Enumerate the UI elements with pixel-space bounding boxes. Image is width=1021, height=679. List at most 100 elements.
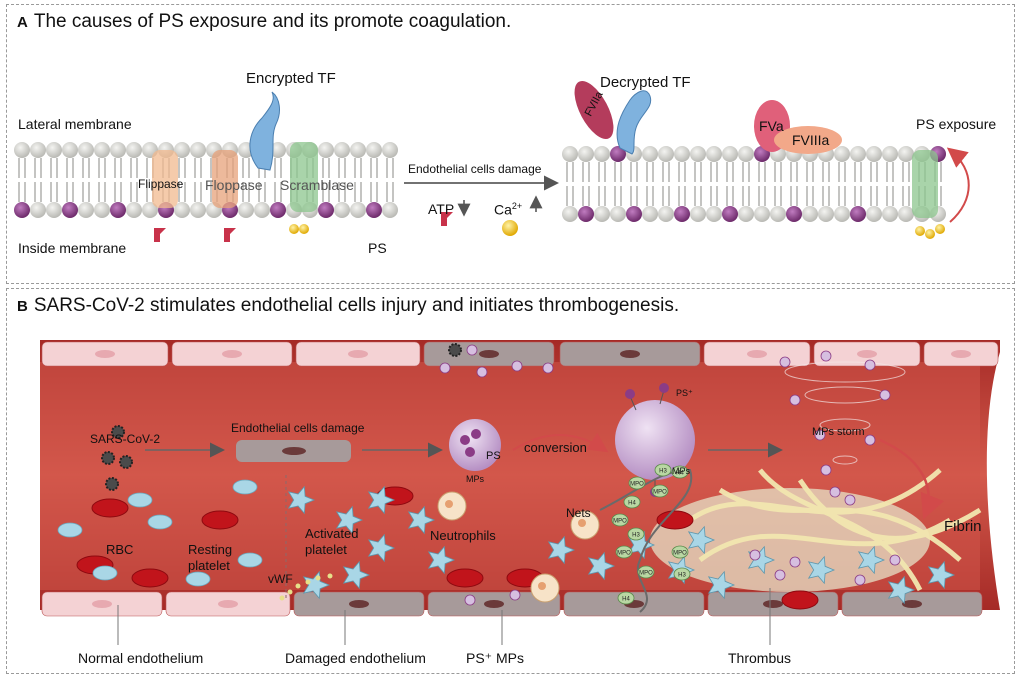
cell-nucleus [747,350,767,358]
sars-cov-2-virions [101,343,462,491]
lipid-head [142,202,158,218]
microparticle [779,356,791,368]
cell-nucleus [857,350,877,358]
lipid-head [270,142,286,158]
microparticle [464,594,476,606]
resting-label: Resting [188,542,233,557]
atp-icon [224,228,236,242]
lipid-head [658,206,674,222]
histone-tag [671,465,689,479]
resting-platelet [147,514,173,530]
lipid-head [690,146,706,162]
lipid-head [254,202,270,218]
cell-nucleus [218,600,238,608]
ps-exposure-label: PS exposure [916,116,997,132]
histone-tag [651,484,669,498]
fibrin-label: Fibrin [944,518,982,535]
microparticle [789,394,801,406]
neutrophils-label: Neutrophils [430,528,496,543]
ps-mps-label: PS⁺ MPs [466,650,524,666]
lipid-head [126,202,142,218]
lipid-head [334,202,350,218]
endothelial-damage-label-a: Endothelial cells damage [408,162,542,176]
lipid-head [14,202,30,218]
lipid-head [318,202,334,218]
cell-nucleus [951,350,971,358]
lipid-head [78,142,94,158]
histone-tag [623,495,641,509]
lipid-head [722,146,738,162]
microparticle [476,366,488,378]
lipid-head [578,206,594,222]
microparticle [789,556,801,568]
resting-platelet [57,522,83,538]
lipid-head [382,142,398,158]
microparticle [889,554,901,566]
lipid-head [834,146,850,162]
scramblase-protein [290,142,318,212]
rbc [446,568,484,588]
activated-platelet [302,570,331,600]
neutrophil-nucleus [578,519,586,527]
lipid-head [350,202,366,218]
fviiia-label: FVIIIa [792,132,830,148]
resting-platelet [237,552,263,568]
activated-platelet [927,560,956,590]
flippase-label: Flippase [138,177,184,191]
lipid-head [30,142,46,158]
lipid-head [626,206,642,222]
cell-nucleus [95,350,115,358]
lipid-head [754,206,770,222]
microparticle [879,389,891,401]
lipid-head [382,202,398,218]
thrombus-label: Thrombus [728,650,792,666]
resting-platelet-label: platelet [188,558,230,573]
lipid-head [898,206,914,222]
histone-tag [673,567,691,581]
microparticle [511,360,523,372]
lipid-head [94,142,110,158]
lipid-head [94,202,110,218]
storm-arrow [879,438,945,520]
mp-small [449,419,501,471]
activated-platelet [342,560,371,590]
activated-platelet [367,485,396,515]
lipid-head [802,206,818,222]
lipid-head [270,202,286,218]
resting-platelet [232,479,258,495]
virus-particle [448,343,462,357]
lipid-head [642,146,658,162]
histone-tag-text: H3 [632,533,640,539]
mps-storm-vortex [784,361,906,465]
cell-nucleus [484,600,504,608]
lipid-head [110,202,126,218]
histone-tag [615,545,633,559]
vwf-dot [327,573,333,579]
lipid-head [882,146,898,162]
lipid-head [110,142,126,158]
lipid-head [850,146,866,162]
neutrophil-nucleus [538,582,546,590]
ps-label: PS [368,240,387,256]
activated-platelet [887,575,916,605]
lipid-head [658,146,674,162]
microparticle [820,464,832,476]
vwf-dot [305,579,311,585]
ps-plus-label: PS⁺ [676,388,693,398]
mp-large [615,400,695,480]
histone-tag-text: MPO [673,551,687,557]
histone-tag-text: MPO [613,519,627,525]
conversion-arrow [512,432,609,453]
activated-platelet [367,533,396,563]
lipid-head [78,202,94,218]
lipid-head [738,206,754,222]
microparticle [749,549,761,561]
microparticle [466,344,478,356]
rbc-label: RBC [106,542,134,557]
damaged-endothelium-label: Damaged endothelium [285,650,426,666]
lipid-head [14,142,30,158]
